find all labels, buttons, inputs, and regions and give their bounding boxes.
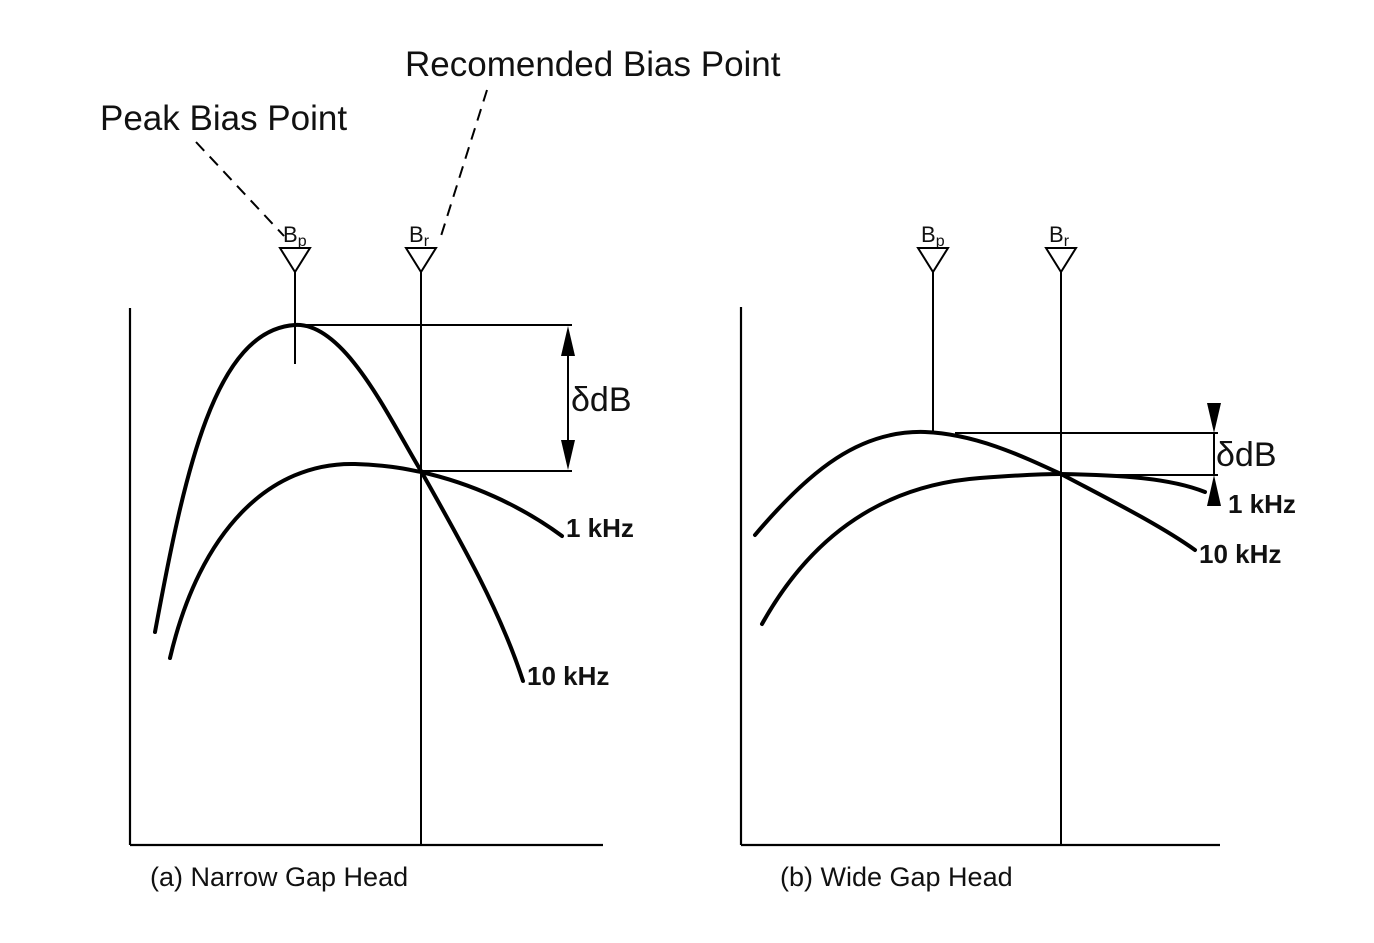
peak-bias-point-label: Peak Bias Point xyxy=(100,99,347,138)
triangle-marker-icon xyxy=(278,247,312,274)
panel-a-br-marker: Br xyxy=(404,222,438,845)
panel-a-bp-label: Bp xyxy=(283,222,307,250)
panel-b-bp-marker: Bp xyxy=(916,222,950,432)
panel-a-caption: (a) Narrow Gap Head xyxy=(150,862,408,892)
panel-a-br-label: Br xyxy=(409,222,430,250)
panel-a-bp-marker: Bp xyxy=(278,222,312,364)
panel-a-1khz-label: 1 kHz xyxy=(566,513,634,543)
panel-b-curve-1khz xyxy=(760,471,1207,626)
panel-a-10khz-label: 10 kHz xyxy=(527,661,609,691)
panel-a: Bp Br δdB 1 kHz 10 kHz (a) Narrow Gap He… xyxy=(128,222,634,892)
panel-b-1khz-label: 1 kHz xyxy=(1228,489,1296,519)
panel-b-caption: (b) Wide Gap Head xyxy=(780,862,1013,892)
triangle-marker-icon xyxy=(1044,247,1078,274)
peak-callout-leader xyxy=(195,141,285,237)
recommended-bias-point-label: Recomended Bias Point xyxy=(405,45,781,84)
triangle-marker-icon xyxy=(916,247,950,274)
panel-b-10khz-label: 10 kHz xyxy=(1199,539,1281,569)
panel-b-bp-label: Bp xyxy=(921,222,945,250)
triangle-marker-icon xyxy=(404,247,438,274)
arrow-down-icon xyxy=(1207,403,1221,433)
panel-a-curve-10khz xyxy=(153,322,525,683)
arrow-down-icon xyxy=(561,440,575,470)
panel-a-curve-1khz xyxy=(168,461,564,660)
arrow-up-icon xyxy=(1207,475,1221,506)
recommended-callout-leader xyxy=(440,89,488,237)
panel-b-delta-label: δdB xyxy=(1216,436,1277,474)
arrow-up-icon xyxy=(561,326,575,356)
panel-b: Bp Br δdB 1 kHz 10 kHz (b) Wide Gap Head xyxy=(739,222,1296,892)
panel-a-delta-label: δdB xyxy=(571,381,632,419)
panel-b-br-marker: Br xyxy=(1044,222,1078,845)
panel-b-curve-10khz xyxy=(753,429,1197,552)
panel-b-br-label: Br xyxy=(1049,222,1070,250)
